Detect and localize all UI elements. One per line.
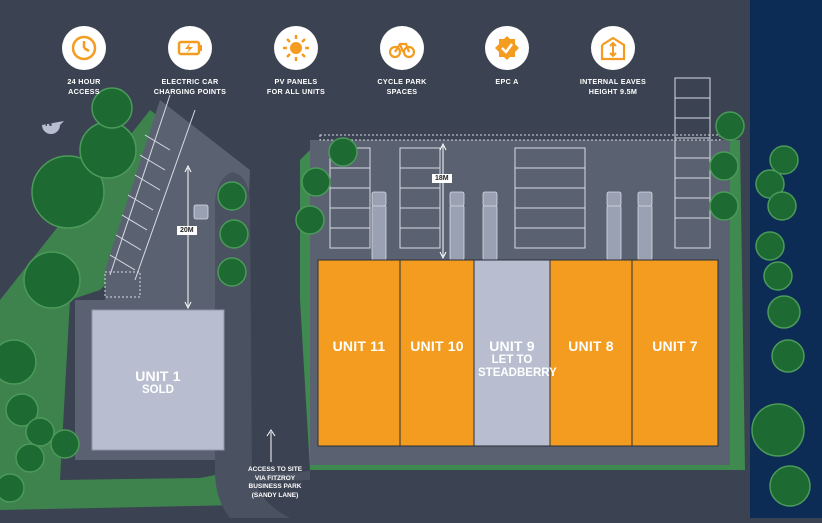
unit-name: UNIT 10 [410,338,464,354]
sun-icon [274,26,318,70]
unit-9-block [473,259,551,447]
dimension-label-18m: 18M [432,174,452,183]
battery-charging-icon [168,26,212,70]
feature-label: ACCESS [68,87,100,96]
unit-name: UNIT 1 [135,368,181,384]
unit-10-block [399,259,475,447]
feature-label: SPACES [386,87,418,96]
unit-1-block [91,309,225,451]
dimension-lines [184,142,447,462]
access-line: BUSINESS PARK [248,483,302,490]
access-line: VIA FITZROY [254,474,296,482]
unit-11-label: UNIT 11 [318,338,400,354]
unit-name: UNIT 7 [652,338,698,354]
right-parking-bays [319,77,721,249]
feature-label: PV PANELS [274,77,318,86]
unit-1-label: UNIT 1 SOLD [92,368,224,397]
unit-status: SOLD [142,384,174,396]
bicycle-icon [380,26,424,70]
unit-name: UNIT 8 [568,338,614,354]
feature-epc-a: EPC A [467,26,547,87]
access-line: ACCESS TO SITE [247,466,303,473]
clock-icon [62,26,106,70]
trees [0,87,811,507]
feature-label: ELECTRIC CAR [161,77,219,86]
feature-label: CHARGING POINTS [153,87,227,96]
unit-name: UNIT 11 [332,338,386,354]
building-height-icon [591,26,635,70]
unit-8-label: UNIT 8 [550,338,632,354]
unit-7-label: UNIT 7 [632,338,718,354]
feature-label: FOR ALL UNITS [266,87,326,96]
feature-label: 24 HOUR [67,77,101,86]
feature-label: HEIGHT 9.5M [588,87,638,96]
site-access-label: ACCESS TO SITE VIA FITZROY BUSINESS PARK… [240,466,310,500]
feature-label: CYCLE PARK [377,77,427,86]
feature-label: INTERNAL EAVES [579,77,647,86]
unit-8-block [549,259,633,447]
unit-7-block [631,259,719,447]
access-line: (SANDY LANE) [251,491,299,499]
north-compass-icon: N [40,114,64,136]
feature-label: EPC A [495,77,519,86]
road-branch [250,470,310,482]
unit-status: LET TO STEADBERRY [478,354,557,379]
left-parking-area [105,100,250,305]
dimension-label-20m: 20M [177,226,197,235]
unit-10-label: UNIT 10 [400,338,474,354]
left-parking-bays [104,94,196,298]
unit-name: UNIT 9 [489,338,535,354]
compass-label: N [45,118,53,129]
unit-9-label: UNIT 9 LET TO STEADBERRY [474,338,557,380]
rosette-check-icon [485,26,529,70]
